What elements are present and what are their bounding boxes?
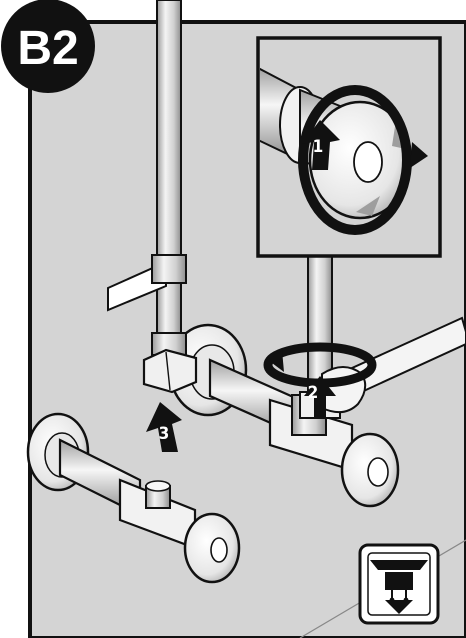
step-badge-label: B2	[17, 22, 78, 75]
step2-label: 2	[308, 383, 319, 403]
water-shutoff-icon	[360, 545, 438, 623]
step3-label: 3	[159, 424, 170, 444]
step-badge: B2	[1, 0, 95, 93]
detail-inset: 1	[258, 38, 440, 256]
step1-label: 1	[313, 137, 324, 157]
